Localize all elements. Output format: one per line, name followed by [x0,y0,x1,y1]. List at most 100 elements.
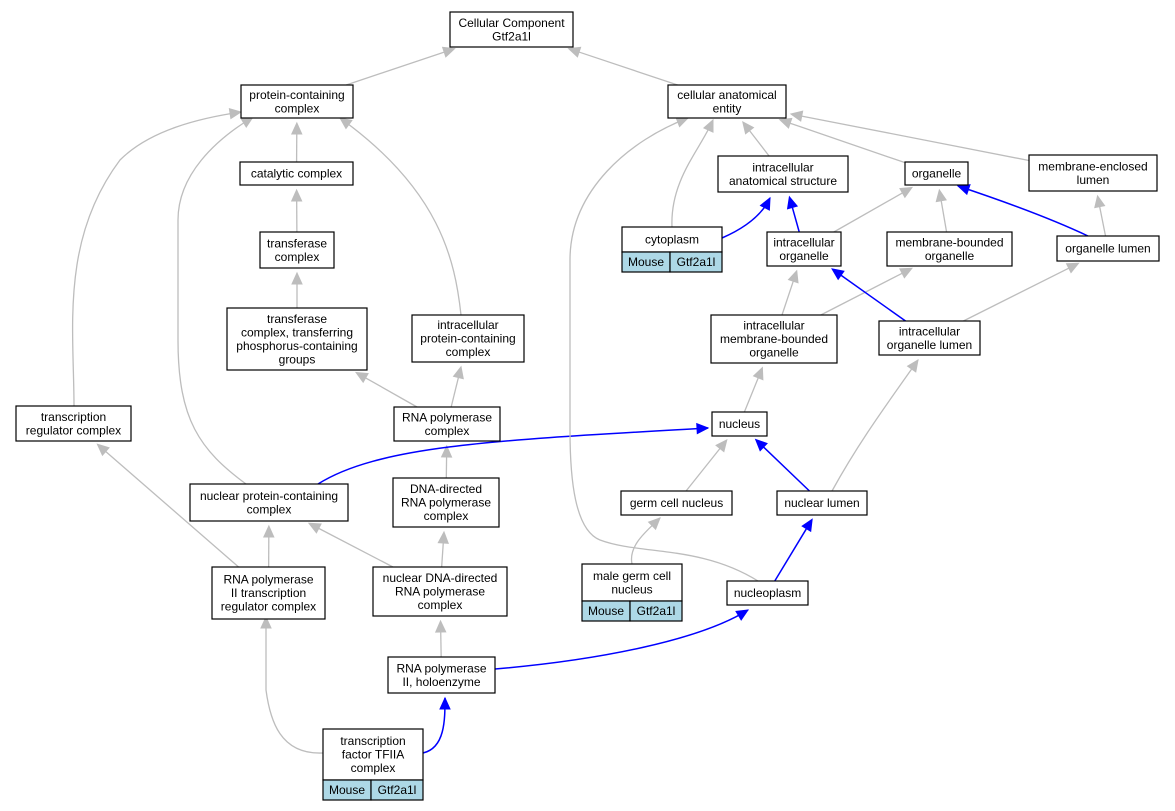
edge-ol-to-org-line [957,185,1089,237]
edge-mgcn-to-gcn-arrowhead [647,517,661,531]
annotation-gene-label: Gtf2a1l [677,255,716,269]
edge-nddrp-to-npcc [307,522,394,568]
go-term-nl[interactable]: nuclear lumen [776,490,868,516]
edge-imbo-to-mbo-arrowhead [899,267,913,279]
go-term-gcn[interactable]: germ cell nucleus [620,490,733,516]
edge-tctp-to-tc [291,271,303,308]
edge-io-to-ias-line [791,207,800,233]
term-label-line: RNA polymerase [395,585,485,599]
edge-pcc-to-root-line [345,51,445,86]
edge-ipcc-to-pcc-arrowhead [339,117,353,130]
term-label-line: nuclear protein-containing [200,489,338,503]
edge-iol-to-ol-line [963,267,1070,322]
edge-rp2trc-to-trc-line [105,451,240,568]
edge-rp2h-to-np-line [494,609,749,670]
edge-iol-to-ol-arrowhead [1065,262,1080,274]
edge-ias-to-cae [742,121,770,157]
edge-trc-to-pcc [71,107,243,407]
term-box [621,226,723,253]
term-label-line: nucleus [719,417,760,431]
edge-iol-to-io-line [840,274,906,322]
edge-ol-to-mel-arrowhead [1094,194,1106,209]
edge-nuc-to-imbo [743,366,764,413]
annotation-gene-label: Gtf2a1l [378,783,417,797]
term-label-line: phosphorus-containing [236,339,357,353]
term-label-line: complex [275,101,320,115]
edge-rp2h-to-np [494,609,750,670]
go-term-nuc[interactable]: nucleus [711,411,768,437]
term-label-line: cytoplasm [645,233,699,247]
annotation-species-label: Mouse [628,255,664,269]
edge-np-to-nl [774,518,813,582]
edge-np-to-cae-arrowhead [675,116,690,128]
term-label-line: complex [275,250,320,264]
term-label-line: membrane-enclosed [1038,159,1147,173]
term-box [717,155,849,193]
go-term-cat[interactable]: catalytic complex [239,161,354,186]
edge-cae-to-root [567,46,678,86]
edge-org-to-cae-line [789,122,906,164]
go-term-np[interactable]: nucleoplasm [726,580,809,606]
term-label-line: intracellular [743,319,804,333]
term-label-line: complex [247,502,292,516]
term-box [392,477,500,528]
edge-nddrp-to-npcc-arrowhead [307,522,322,534]
term-label-line: II, holoenzyme [402,675,480,689]
go-term-ol[interactable]: organelle lumen [1056,235,1160,262]
edge-trc-to-pcc-line [71,111,242,407]
term-label-line: RNA polymerase [396,661,486,675]
edge-cyto-to-cae-line [671,119,714,228]
term-box [710,314,838,364]
annotation-gene-cell [370,779,424,801]
term-label-line: regulator complex [221,600,316,614]
edge-cyto-to-cae-arrowhead [702,118,714,133]
edge-cyto-to-cae [671,118,714,228]
term-label-line: transferase [267,236,327,250]
term-label-line: Cellular Component [458,16,565,30]
edge-gcn-to-nuc-line [685,448,721,492]
edge-np-to-nl-line [774,528,808,582]
edge-mbo-to-org-arrowhead [935,188,947,203]
term-box [776,490,868,516]
term-box [904,161,969,186]
go-term-org[interactable]: organelle [904,161,969,186]
edge-nl-to-iol-line [831,359,919,492]
edge-pcc-to-root [345,46,456,86]
term-label-line: organelle lumen [887,338,972,352]
term-label-line: DNA-directed [410,482,482,496]
edge-tfiia-to-rp2h-arrowhead [439,696,451,710]
term-box [240,84,354,119]
term-label-line: Gtf2a1l [492,29,531,43]
edge-rp2h-to-np-arrowhead [735,609,750,621]
edge-ol-to-org-arrowhead [956,184,971,196]
edge-tc-to-cat [290,188,303,233]
term-box [449,11,574,48]
edge-ol-to-mel [1094,194,1107,237]
edge-org-to-cae [778,117,906,164]
edge-cae-to-root-arrowhead [567,46,582,58]
edge-mel-to-cae-arrowhead [789,110,804,122]
